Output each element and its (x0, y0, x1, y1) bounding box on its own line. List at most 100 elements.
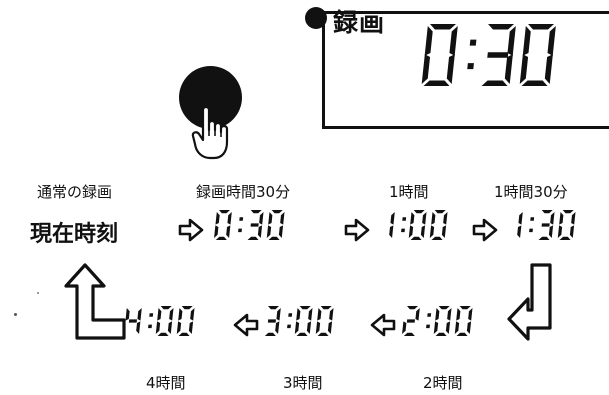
segment-a (299, 306, 311, 310)
colon-dot (148, 324, 152, 329)
segment-c (544, 54, 553, 84)
digit-0 (429, 210, 448, 240)
segment-c (445, 321, 451, 334)
segment-b (571, 212, 576, 225)
segment-e (176, 321, 182, 334)
colon-dot (401, 228, 405, 233)
speck-mark (14, 313, 17, 316)
segment-a (271, 210, 283, 214)
segment-e (294, 321, 300, 334)
digit-0 (408, 210, 427, 240)
display-digits (421, 24, 556, 86)
segment-e (429, 225, 435, 238)
segment-e (214, 225, 219, 238)
segment-b (447, 308, 452, 321)
segment-b (276, 308, 281, 321)
segment-a (541, 210, 553, 214)
segment-e (421, 54, 431, 84)
segment-a (268, 306, 279, 310)
segment-a (430, 24, 456, 30)
segment-d (435, 332, 447, 336)
segment-d (538, 236, 550, 240)
segment-e (433, 321, 439, 334)
segment-e (266, 225, 272, 238)
segment-d (157, 332, 169, 336)
segment-f (410, 212, 415, 225)
segment-c (517, 225, 522, 238)
time-step-1-30 (517, 210, 576, 240)
segment-a (413, 210, 425, 214)
segment-c (569, 225, 575, 238)
segment-b (443, 212, 448, 225)
caption-step-6: 4時間 (146, 374, 186, 392)
segment-a (250, 210, 262, 214)
digit-0 (557, 210, 576, 240)
segment-d (296, 332, 308, 336)
digit-0 (454, 306, 473, 336)
segment-b (547, 26, 556, 56)
segment-d (456, 332, 468, 336)
segment-d (559, 236, 571, 240)
segment-f (215, 212, 220, 225)
digit-0 (155, 306, 174, 336)
record-dot-icon (305, 7, 327, 29)
segment-b (390, 212, 395, 225)
segment-g (128, 319, 137, 323)
segment-b (518, 212, 523, 225)
digit-0 (315, 306, 334, 336)
segment-c (327, 321, 333, 334)
segment-f (125, 308, 130, 321)
segment-g (541, 223, 550, 227)
segment-b (415, 308, 420, 321)
segment-f (296, 308, 301, 321)
timer-display (322, 11, 609, 129)
digit-0 (176, 306, 195, 336)
segment-c (275, 321, 280, 334)
segment-c (257, 225, 263, 238)
segment-d (521, 80, 548, 86)
record-button[interactable] (179, 66, 242, 129)
segment-a (562, 210, 574, 214)
segment-a (407, 306, 418, 310)
segment-b (329, 308, 334, 321)
digit-3 (264, 306, 281, 336)
segment-f (424, 26, 433, 56)
segment-e (315, 321, 321, 334)
digit-0 (266, 210, 285, 240)
segment-c (441, 225, 447, 238)
time-step-2-00 (402, 306, 473, 336)
segment-f (157, 308, 162, 321)
finger-press-icon (191, 105, 229, 160)
colon-dot (529, 228, 533, 233)
segment-b (227, 212, 232, 225)
segment-a (160, 306, 172, 310)
colon-dot (427, 313, 432, 317)
digit-4 (125, 308, 142, 334)
segment-d (431, 236, 443, 240)
digit-2 (402, 306, 420, 336)
segment-e (519, 54, 529, 84)
time-step-4-00 (125, 306, 195, 336)
segment-a (528, 24, 555, 30)
segment-b (449, 26, 458, 56)
digit-3 (481, 24, 516, 86)
digit-3 (538, 210, 555, 240)
digit-0 (421, 24, 458, 86)
segment-d (268, 236, 280, 240)
segment-a (488, 24, 515, 30)
arrow-left-icon-2 (370, 313, 396, 337)
colon-dot (530, 217, 535, 221)
segment-c (167, 321, 173, 334)
segment-d (247, 236, 259, 240)
colon-dot (467, 63, 474, 70)
segment-f (178, 308, 183, 321)
colon-dot (238, 228, 242, 233)
current-time-label: 現在時刻 (30, 222, 119, 247)
segment-e (454, 321, 460, 334)
caption-step-1: 録画時間30分 (196, 183, 291, 201)
segment-f (522, 26, 531, 56)
segment-f (435, 308, 440, 321)
segment-b (468, 308, 473, 321)
arrow-right-icon-3 (472, 218, 498, 242)
digit-0 (214, 210, 232, 240)
